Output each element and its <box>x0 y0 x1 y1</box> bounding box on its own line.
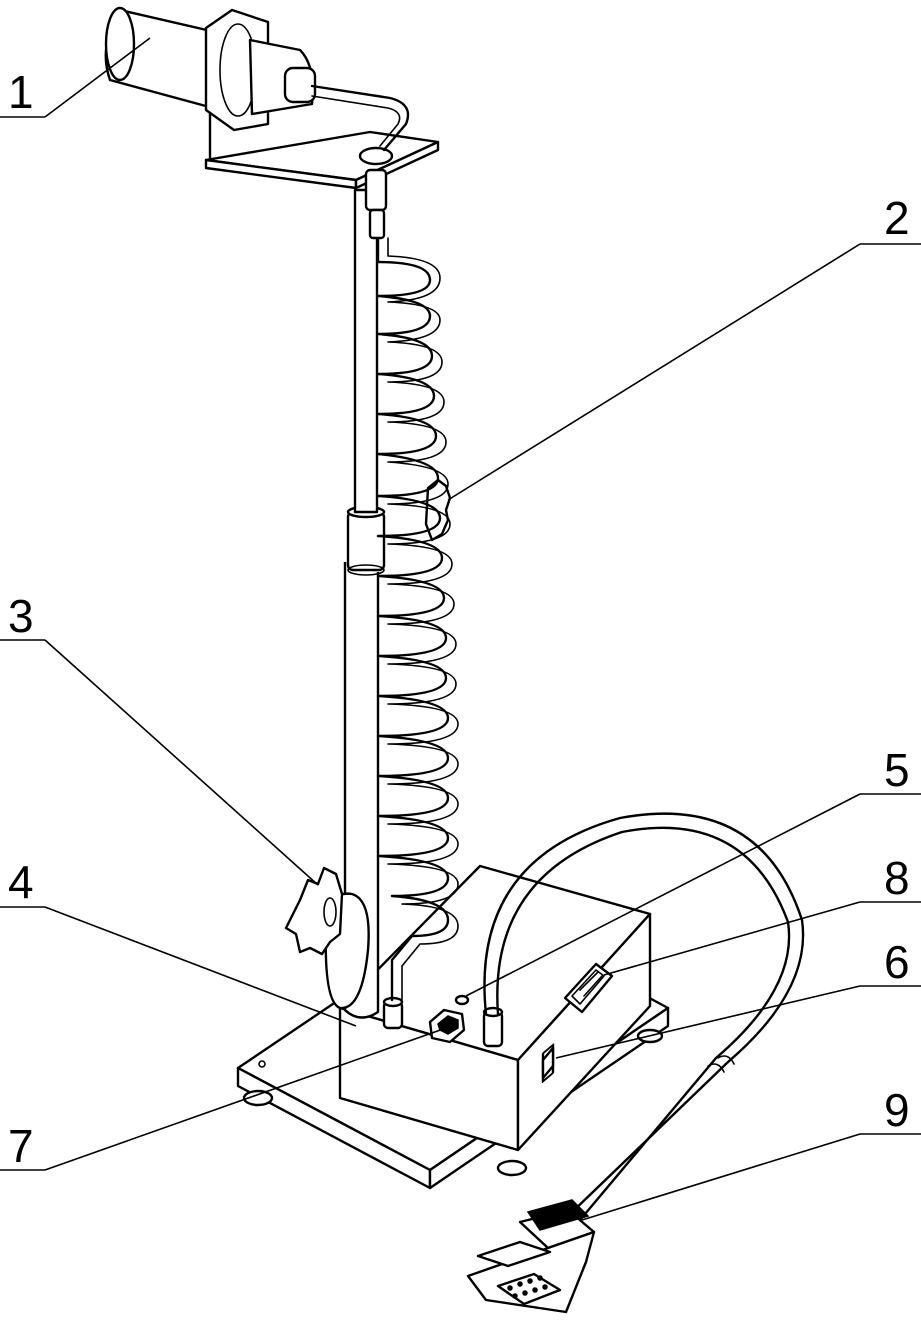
control-box <box>338 864 652 1152</box>
label-4: 4 <box>8 856 34 908</box>
top-bracket <box>204 93 440 240</box>
leader-lines <box>0 37 921 1221</box>
label-6: 6 <box>884 936 910 988</box>
label-9: 9 <box>884 1084 910 1136</box>
db-plug <box>466 1199 596 1314</box>
upper-knob <box>424 478 452 542</box>
lower-knob <box>284 866 344 956</box>
external-cable <box>483 812 805 1222</box>
label-8: 8 <box>884 852 910 904</box>
label-7: 7 <box>8 1120 34 1172</box>
label-2: 2 <box>884 192 910 244</box>
label-1: 1 <box>8 66 34 118</box>
nut-socket <box>428 1008 466 1044</box>
coiled-cable <box>376 236 459 1002</box>
indicator-led <box>454 994 470 1006</box>
label-5: 5 <box>884 744 910 796</box>
label-3: 3 <box>8 590 34 642</box>
sensor-unit <box>104 6 410 152</box>
box-db9-connector <box>563 962 614 1014</box>
power-switch <box>541 1043 555 1083</box>
